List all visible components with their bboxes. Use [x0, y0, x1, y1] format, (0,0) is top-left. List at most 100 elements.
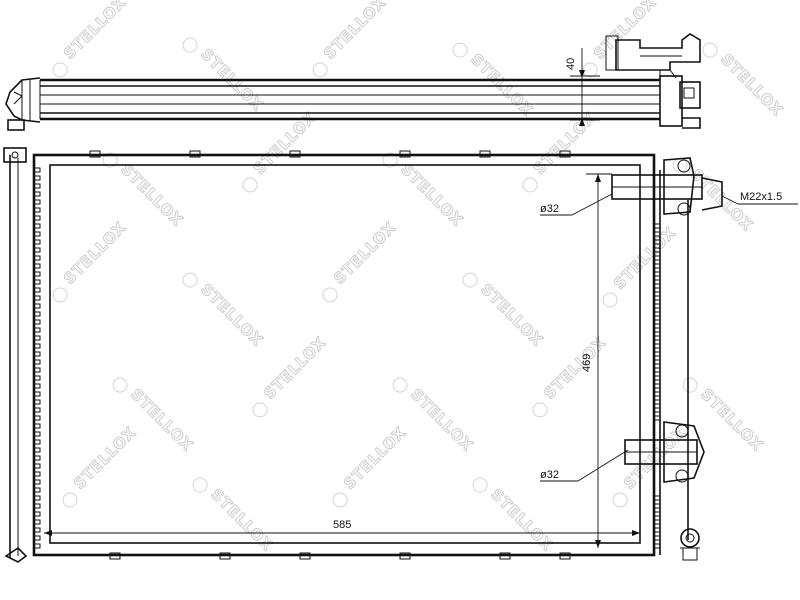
- right-crimp-tooth: [653, 327, 660, 333]
- watermark-logo-mark: [112, 377, 128, 393]
- left-crimp-tooth: [34, 335, 41, 341]
- watermark-logo-mark: [462, 272, 478, 288]
- left-crimp-tooth: [34, 455, 41, 461]
- right-crimp-tooth: [653, 271, 660, 277]
- left-crimp-tooth: [34, 271, 41, 277]
- height-dimension-label: 469: [581, 354, 593, 372]
- bottom-mounting-tab: [299, 552, 311, 560]
- watermark-logo-text: STELLOX: [330, 218, 400, 288]
- left-crimp-tooth: [34, 279, 41, 285]
- watermark-logo-text: STELLOX: [540, 333, 610, 403]
- left-crimp-tooth: [34, 487, 41, 493]
- left-crimp-tooth: [34, 247, 41, 253]
- bottom-mounting-tab: [109, 552, 121, 560]
- right-crimp-tooth: [653, 391, 660, 397]
- left-crimp-tooth: [34, 183, 41, 189]
- right-crimp-tooth: [653, 319, 660, 325]
- watermark-logo-mark: [322, 287, 338, 303]
- thickness-dimension-label: 40: [565, 58, 577, 70]
- right-crimp-tooth: [653, 303, 660, 309]
- top-mounting-tab: [189, 150, 201, 158]
- watermark-logo-mark: [602, 292, 618, 308]
- watermark-logo-mark: [702, 42, 718, 58]
- right-crimp-tooth: [653, 527, 660, 533]
- watermark-logo-mark: [472, 477, 488, 493]
- right-crimp-tooth: [653, 375, 660, 381]
- watermark-logo-mark: [612, 492, 628, 508]
- right-crimp-tooth: [653, 223, 660, 229]
- right-crimp-tooth: [653, 399, 660, 405]
- right-crimp-tooth: [653, 519, 660, 525]
- left-crimp-tooth: [34, 543, 41, 549]
- right-crimp-tooth: [653, 343, 660, 349]
- right-crimp-tooth: [653, 279, 660, 285]
- left-crimp-tooth: [34, 223, 41, 229]
- right-crimp-tooth: [653, 383, 660, 389]
- left-crimp-tooth: [34, 471, 41, 477]
- watermark-logo-mark: [192, 477, 208, 493]
- left-crimp-tooth: [34, 215, 41, 221]
- right-crimp-tooth: [653, 311, 660, 317]
- tank-crimp-teeth: [34, 167, 660, 549]
- left-crimp-tooth: [34, 431, 41, 437]
- watermark-logo-text: STELLOX: [397, 160, 467, 230]
- watermark-logo-mark: [452, 42, 468, 58]
- top-mounting-tab: [559, 150, 571, 158]
- watermark-logo-mark: [382, 152, 398, 168]
- outlet-diameter-label: ø32: [540, 469, 559, 481]
- bottom-mounting-tab: [559, 552, 571, 560]
- bottom-mounting-tab: [399, 552, 411, 560]
- watermark-logo-text: STELLOX: [717, 50, 787, 120]
- inlet-diameter-label: ø32: [540, 203, 559, 215]
- left-crimp-tooth: [34, 191, 41, 197]
- left-crimp-tooth: [34, 359, 41, 365]
- watermark-logo-text: STELLOX: [260, 333, 330, 403]
- watermark-logo-mark: [242, 177, 258, 193]
- left-crimp-tooth: [34, 519, 41, 525]
- right-crimp-tooth: [653, 407, 660, 413]
- right-crimp-tooth: [653, 231, 660, 237]
- left-crimp-tooth: [34, 399, 41, 405]
- bottom-mounting-tab: [219, 552, 231, 560]
- top-mounting-tab: [89, 150, 101, 158]
- watermark-logo-mark: [332, 492, 348, 508]
- watermark-logo-text: STELLOX: [590, 0, 660, 63]
- watermark-logo-mark: [182, 37, 198, 53]
- right-crimp-tooth: [653, 359, 660, 365]
- left-crimp-tooth: [34, 351, 41, 357]
- radiator-top-view: 40: [5, 33, 701, 131]
- watermark-logo-text: STELLOX: [60, 218, 130, 288]
- left-crimp-tooth: [34, 167, 41, 173]
- left-crimp-tooth: [34, 423, 41, 429]
- right-crimp-tooth: [653, 247, 660, 253]
- left-crimp-tooth: [34, 415, 41, 421]
- left-crimp-tooth: [34, 391, 41, 397]
- watermark-logo-mark: [312, 62, 328, 78]
- left-crimp-tooth: [34, 207, 41, 213]
- left-crimp-tooth: [34, 479, 41, 485]
- left-crimp-tooth: [34, 343, 41, 349]
- right-crimp-tooth: [653, 263, 660, 269]
- right-crimp-tooth: [653, 295, 660, 301]
- left-crimp-tooth: [34, 447, 41, 453]
- right-crimp-tooth: [653, 351, 660, 357]
- left-crimp-tooth: [34, 263, 41, 269]
- left-crimp-tooth: [34, 527, 41, 533]
- right-crimp-tooth: [653, 543, 660, 549]
- mounting-tabs: [89, 150, 571, 560]
- stellox-watermark: STELLOXSTELLOXSTELLOXSTELLOXSTELLOXSTELL…: [52, 0, 787, 555]
- left-crimp-tooth: [34, 231, 41, 237]
- radiator-front-view: 469 585 ø32 ø32 M22x1.5: [3, 147, 798, 563]
- left-crimp-tooth: [34, 287, 41, 293]
- left-crimp-tooth: [34, 255, 41, 261]
- watermark-logo-mark: [62, 492, 78, 508]
- watermark-logo-text: STELLOX: [487, 485, 557, 555]
- watermark-logo-text: STELLOX: [207, 485, 277, 555]
- watermark-logo-mark: [682, 377, 698, 393]
- left-crimp-tooth: [34, 407, 41, 413]
- watermark-logo-text: STELLOX: [320, 0, 390, 63]
- top-mounting-tab: [479, 150, 491, 158]
- left-crimp-tooth: [34, 503, 41, 509]
- right-crimp-tooth: [653, 287, 660, 293]
